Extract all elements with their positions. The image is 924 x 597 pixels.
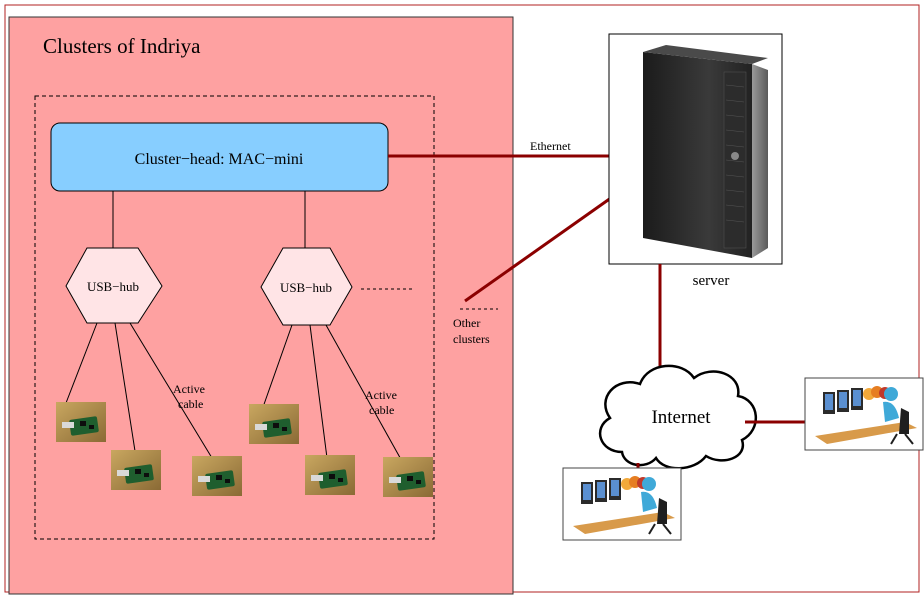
- users-workstation-icon: [804, 377, 924, 451]
- usb-hub-1-label: USB−hub: [87, 279, 139, 294]
- hub1-cable-label-line1: Active: [173, 382, 205, 396]
- hub1-cable-label-line2: cable: [178, 397, 203, 411]
- internet-label: Internet: [651, 407, 711, 428]
- sensor-mote-icon: [249, 404, 299, 444]
- sensor-mote-icon: [111, 450, 161, 490]
- usb-hub-1: [65, 247, 163, 324]
- hub2-cable-1: [261, 324, 293, 411]
- cluster-head-label: Cluster−head: MAC−mini: [135, 151, 304, 168]
- sensor-mote-icon: [192, 456, 242, 496]
- hub2-cable-label-line2: cable: [369, 403, 394, 417]
- cluster-boundary: [34, 95, 435, 540]
- usb-hub-2-label: USB−hub: [280, 280, 332, 295]
- users-workstation-icon: [562, 467, 682, 541]
- clusters-title: Clusters of Indriya: [43, 34, 201, 58]
- usb-hub-2: [260, 247, 353, 326]
- ethernet-label: Ethernet: [530, 139, 571, 153]
- hub2-cable-label-line1: Active: [365, 388, 397, 402]
- server-tower-icon: [608, 33, 783, 265]
- hub1-cable-2: [114, 322, 136, 452]
- hub2-cable-2: [309, 324, 328, 459]
- other-clusters-label-line2: clusters: [453, 332, 490, 346]
- server-label: server: [693, 273, 730, 289]
- sensor-mote-icon: [305, 455, 355, 495]
- sensor-mote-icon: [56, 402, 106, 442]
- hub1-cable-3: [129, 322, 213, 459]
- sensor-mote-icon: [383, 457, 433, 497]
- hub2-cable-3: [325, 324, 404, 464]
- other-clusters-label-line1: Other: [453, 316, 480, 330]
- hub1-cable-1: [65, 322, 98, 404]
